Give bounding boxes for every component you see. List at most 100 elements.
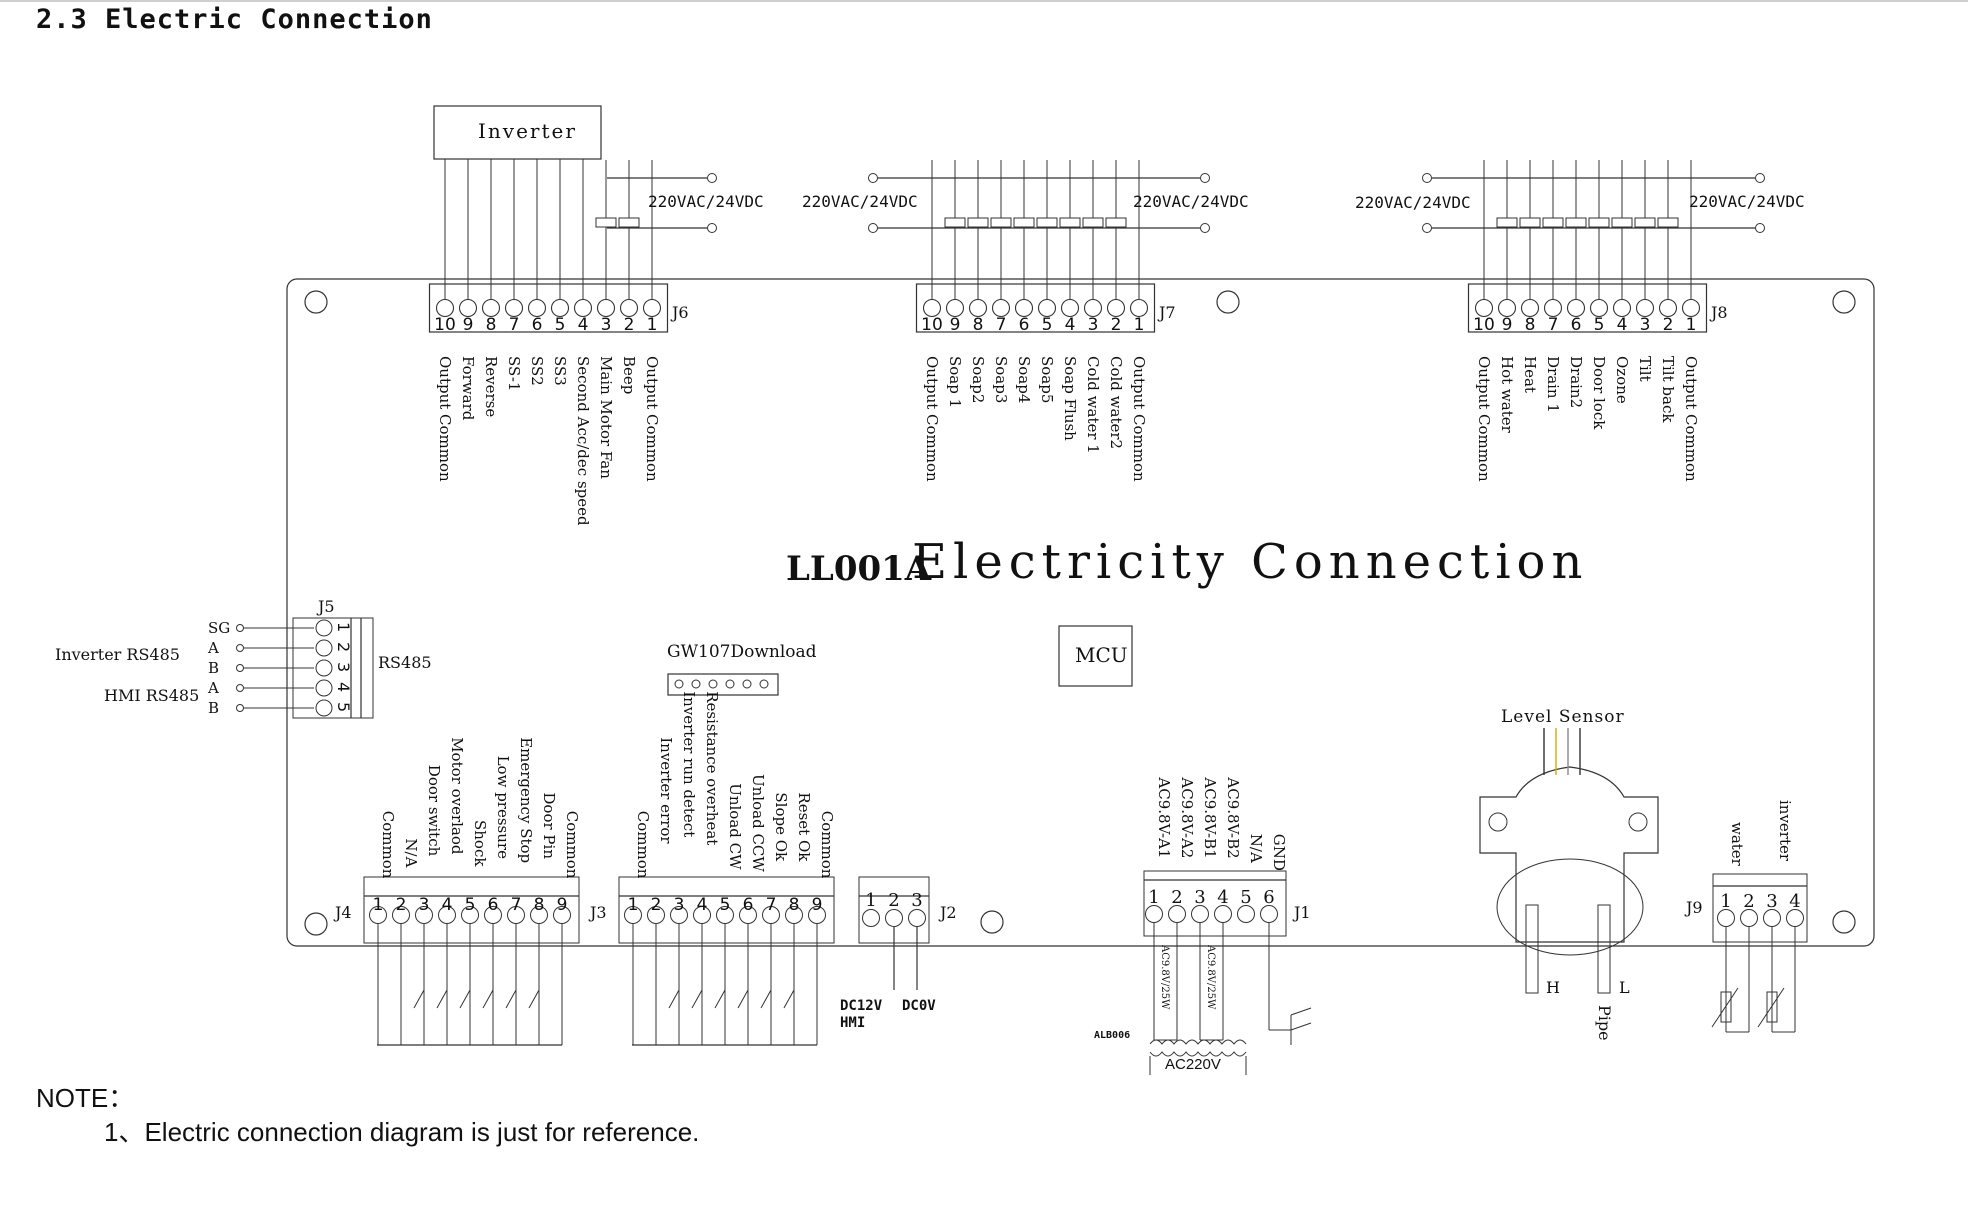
rs485-terminal [236,664,244,672]
j8-pin-label: Ozone [1613,356,1631,404]
hmi-label: HMI [840,1015,865,1031]
j4-pin-label: Common [379,811,397,879]
top-rule [0,0,1968,2]
j1-pin-number: 2 [1171,887,1182,908]
j5-pin [315,639,333,657]
j8-housing [1467,283,1708,333]
j6-pin-label: Second Acc/dec speed [574,356,592,526]
j8-pin [1589,298,1609,318]
j3-pin-number: 8 [789,895,800,915]
relay-coil [1519,217,1541,228]
relay-coil [1105,217,1127,228]
j3-pin-label: Reset Ok [795,792,813,862]
j7-pin-number: 1 [1134,315,1145,335]
relay-coil [1036,217,1058,228]
j3-pin-number: 6 [743,895,754,915]
j5-rs485-label: RS485 [378,653,432,672]
j4-pin [530,906,548,924]
j9-pin-number: 2 [1743,891,1754,912]
j9-pin [1786,909,1804,927]
j4-pin-label: Common [563,811,581,879]
j8-pin-number: 9 [1502,315,1513,335]
j4-switch-contact [436,989,448,1009]
dc0v-label: DC0V [902,998,936,1014]
relay-coil [1082,217,1104,228]
j9-pin-number: 1 [1720,891,1731,912]
j3-pin-label: Common [634,811,652,879]
j6-pin-label: Output Common [436,356,454,482]
j8-pin-number: 3 [1640,315,1651,335]
j3-pin-label: Common [818,811,836,879]
j6-pin [481,298,501,318]
j6-pin-number: 1 [647,315,658,335]
supply-terminal [1200,173,1210,183]
j3-pin-label: Unload CW [726,783,744,870]
j7-pin-number: 10 [921,315,943,335]
j8-pin-number: 8 [1525,315,1536,335]
j4-pin [484,906,502,924]
j7-pin-number: 7 [996,315,1007,335]
j7-pin-label: Soap Flush [1061,356,1079,441]
j5-pin-number: 5 [334,702,353,712]
j9-pin [1740,909,1758,927]
j8-pin-label: Drain2 [1567,356,1585,408]
j4-pin-label: Door switch [425,765,443,857]
j8-pin-number: 1 [1686,315,1697,335]
j5-pin-number: 2 [334,642,353,652]
j7-pin-label: Cold water 1 [1084,356,1102,454]
j6-pin [642,298,662,318]
j8-pin-number: 7 [1548,315,1559,335]
j4-pin-label: N/A [402,838,420,867]
supply-terminal [1755,223,1765,233]
j4-pin-number: 7 [511,895,522,915]
j1-pin-number: 6 [1263,887,1274,908]
j1-pin [1145,905,1163,923]
thermistor [1766,991,1778,1023]
j6-pin-label: Main Motor Fan [597,356,615,479]
level-sensor-mount-hole [1488,812,1508,832]
j6-pin-number: 2 [624,315,635,335]
relay-coil [1013,217,1035,228]
j6-pin-label: Reverse [482,356,500,417]
ground-symbol [1290,1007,1312,1016]
j3-pin [808,906,826,924]
j5-pin-number: 3 [334,662,353,672]
inverter-box [433,105,602,160]
j7-pin-label: Output Common [923,356,941,482]
j7-pin [945,298,965,318]
j8-pin [1474,298,1494,318]
j1-pin [1260,905,1278,923]
j4-switch-contact [482,989,494,1009]
j6-pin [504,298,524,318]
j6-pin-number: 8 [486,315,497,335]
supply-terminal [1422,223,1432,233]
supply-terminal [1422,173,1432,183]
j6-pin-label: SS3 [551,356,569,386]
supply-terminal [707,173,717,183]
j4-pin [438,906,456,924]
relay-coil [1611,217,1633,228]
j5-name: J5 [316,597,335,616]
j1-pin [1214,905,1232,923]
j4-name: J4 [333,903,352,922]
j7-pin-number: 9 [950,315,961,335]
j7-pin [968,298,988,318]
j5-pin-number: 1 [334,622,353,632]
thermistor-slash [1711,987,1739,1028]
level-sensor-ellipse [1496,858,1644,956]
supply-terminal [707,223,717,233]
j1-pin-number: 3 [1194,887,1205,908]
j1-pin-label: AC9.8V-B1 [1201,776,1219,858]
j5-pin-label: B [208,659,219,677]
j3-pin [785,906,803,924]
j3-pin-label: Unload CCW [749,774,767,872]
j9-pin-number: 4 [1789,891,1800,912]
j8-pin [1566,298,1586,318]
winding-label: AC9.8V/25W [1205,944,1216,1010]
j4-switch-contact [505,989,517,1009]
j3-pin [647,906,665,924]
j3-pin-label: Inverter run detect [680,691,698,837]
j2-pin [885,909,903,927]
j1-name: J1 [1292,903,1311,922]
mounting-hole [980,910,1004,934]
